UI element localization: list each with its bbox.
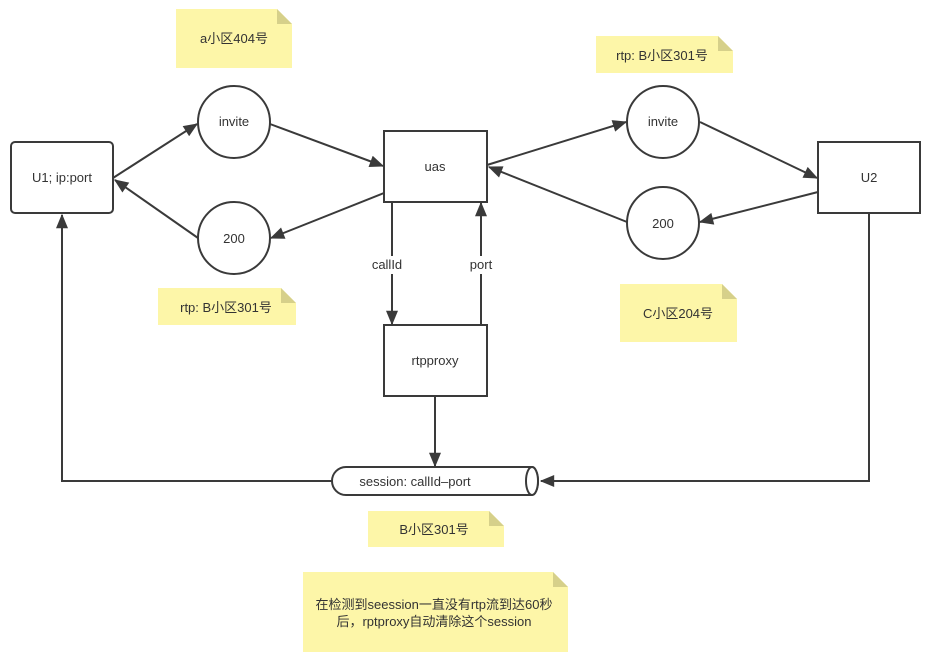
node-uas[interactable]: uas [383, 130, 488, 203]
node-ok-right-label: 200 [652, 216, 674, 231]
node-invite-right-label: invite [648, 114, 678, 129]
node-invite-left-label: invite [219, 114, 249, 129]
node-u2[interactable]: U2 [817, 141, 921, 214]
note-rtp-b301-left: rtp: B小区301号 [158, 288, 296, 325]
note-b301-text: B小区301号 [399, 522, 468, 537]
edge-invite-right-to-u2 [699, 121, 819, 179]
note-a404-text: a小区404号 [200, 31, 268, 46]
edge-session-to-u1 [56, 213, 332, 482]
edge-label-callid-bg [364, 256, 410, 274]
node-ok-right[interactable]: 200 [626, 186, 700, 260]
node-rtpproxy-label: rtpproxy [412, 353, 459, 368]
node-ok-left[interactable]: 200 [197, 201, 271, 275]
edge-invite-left-to-uas [269, 123, 385, 168]
node-session-label: session: callId–port [359, 474, 471, 489]
node-u1-label: U1; ip:port [32, 170, 92, 185]
edge-ok-left-to-u1 [114, 179, 199, 239]
node-u2-label: U2 [861, 170, 878, 185]
edge-label-port-bg [465, 256, 497, 274]
note-c204-text: C小区204号 [643, 306, 713, 321]
note-a404: a小区404号 [176, 9, 292, 68]
node-ok-left-label: 200 [223, 231, 245, 246]
node-u1[interactable]: U1; ip:port [10, 141, 114, 214]
note-rtp-b301-left-text: rtp: B小区301号 [180, 300, 272, 315]
note-c204: C小区204号 [620, 284, 737, 342]
node-invite-right[interactable]: invite [626, 85, 700, 159]
node-invite-left[interactable]: invite [197, 85, 271, 159]
edge-u2-to-session [539, 213, 870, 487]
node-rtpproxy[interactable]: rtpproxy [383, 324, 488, 397]
note-session-timeout-line1: 在检测到seession一直没有rtp流到达60秒 [316, 597, 553, 612]
note-rtp-b301-right-text: rtp: B小区301号 [616, 48, 708, 63]
node-uas-label: uas [425, 159, 446, 174]
edge-u1-to-invite-left [112, 123, 199, 179]
edge-uas-to-ok-left [269, 192, 385, 239]
edge-label-port: port [470, 257, 493, 272]
edge-uas-to-invite-right [486, 120, 628, 166]
edge-u2-to-ok-right [698, 191, 819, 225]
node-session[interactable]: session: callId–port [331, 466, 539, 496]
note-rtp-b301-right: rtp: B小区301号 [596, 36, 733, 73]
note-b301: B小区301号 [368, 511, 504, 547]
note-session-timeout-line2: 后，rptproxy自动清除这个session [336, 614, 531, 629]
edge-label-callid: callId [372, 257, 402, 272]
edge-ok-right-to-uas [487, 166, 628, 223]
note-session-timeout: 在检测到seession一直没有rtp流到达60秒 后，rptproxy自动清除… [303, 572, 568, 652]
